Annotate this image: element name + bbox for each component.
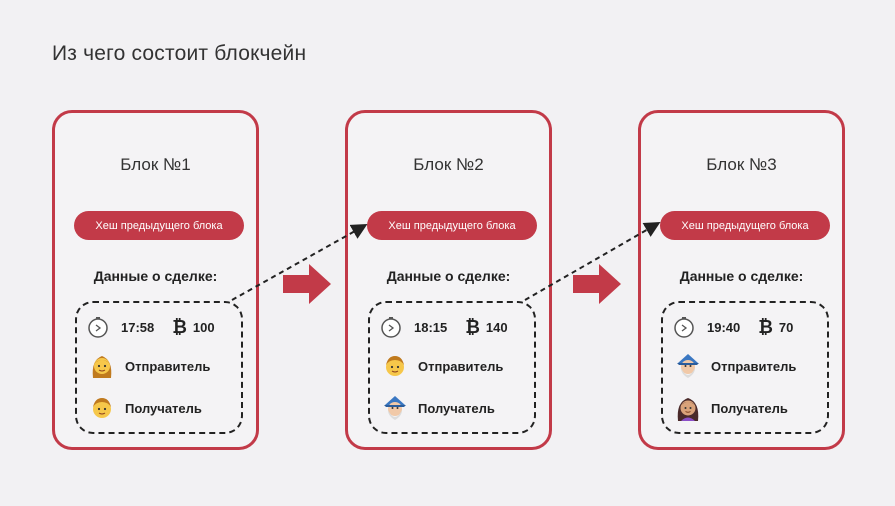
- sender-row: Отправитель: [89, 351, 235, 381]
- block-title: Блок №2: [413, 155, 484, 174]
- deal-data-label: Данные о сделке:: [386, 268, 511, 284]
- block-3: Блок №3 Хеш предыдущего блока Данные о с…: [638, 110, 845, 450]
- deal-data-label: Данные о сделке:: [93, 268, 218, 284]
- receiver-row: Получатель: [675, 393, 821, 423]
- woman-emoji-icon: [677, 398, 699, 421]
- deal-amount: 100: [192, 319, 215, 335]
- block-title: Блок №3: [706, 155, 777, 174]
- block-title: Блок №1: [120, 155, 191, 174]
- deal-data-box: 18:15 ₿ 140 Отправитель: [368, 301, 536, 434]
- block-link-arrow-1: [283, 264, 331, 304]
- deal-time: 19:40: [707, 319, 741, 335]
- deal-amount: 70: [778, 319, 794, 335]
- block-2: Блок №2 Хеш предыдущего блока Данные о с…: [345, 110, 552, 450]
- sender-label: Отправитель: [711, 358, 797, 374]
- deal-amount: 140: [485, 319, 508, 335]
- page-title: Из чего состоит блокчейн: [52, 42, 307, 65]
- receiver-label: Получатель: [125, 400, 202, 416]
- sender-row: Отправитель: [382, 351, 528, 381]
- woman-emoji-icon: [92, 356, 112, 378]
- receiver-row: Получатель: [89, 393, 235, 423]
- prev-hash-pill: Хеш предыдущего блока: [74, 211, 244, 240]
- deal-time-amount-row: 17:58 ₿ 100: [87, 313, 231, 341]
- stopwatch-icon: [381, 317, 401, 338]
- deal-data-box: 17:58 ₿ 100 Отправитель: [75, 301, 243, 434]
- sender-label: Отправитель: [418, 358, 504, 374]
- prev-hash-pill: Хеш предыдущего блока: [367, 211, 537, 240]
- block-link-arrow-2: [573, 264, 621, 304]
- man-emoji-icon: [93, 398, 111, 418]
- block-1: Блок №1 Хеш предыдущего блока Данные о с…: [52, 110, 259, 450]
- receiver-label: Получатель: [418, 400, 495, 416]
- wizard-emoji-icon: [384, 396, 406, 420]
- stopwatch-icon: [674, 317, 694, 338]
- sender-row: Отправитель: [675, 351, 821, 381]
- bitcoin-icon: ₿: [758, 316, 773, 337]
- prev-hash-pill: Хеш предыдущего блока: [660, 211, 830, 240]
- receiver-label: Получатель: [711, 400, 788, 416]
- bitcoin-icon: ₿: [465, 316, 480, 337]
- deal-time: 17:58: [121, 319, 155, 335]
- man-emoji-icon: [386, 356, 404, 376]
- deal-data-box: 19:40 ₿ 70 Отправитель: [661, 301, 829, 434]
- receiver-row: Получатель: [382, 393, 528, 423]
- deal-time: 18:15: [414, 319, 448, 335]
- wizard-emoji-icon: [677, 354, 699, 378]
- stopwatch-icon: [88, 317, 108, 338]
- deal-data-label: Данные о сделке:: [679, 268, 804, 284]
- deal-time-amount-row: 19:40 ₿ 70: [673, 313, 817, 341]
- bitcoin-icon: ₿: [172, 316, 187, 337]
- deal-time-amount-row: 18:15 ₿ 140: [380, 313, 524, 341]
- sender-label: Отправитель: [125, 358, 211, 374]
